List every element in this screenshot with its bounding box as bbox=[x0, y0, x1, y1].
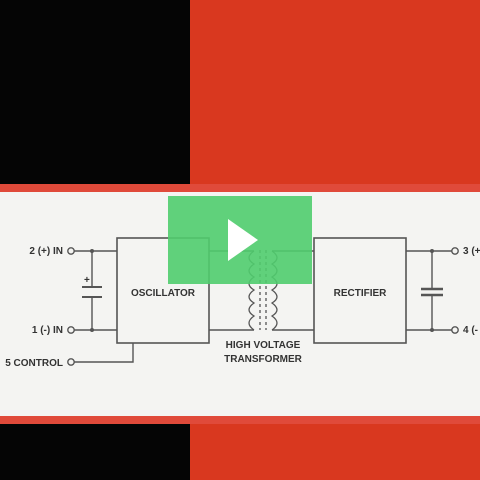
junction-out-top bbox=[430, 249, 434, 253]
play-icon bbox=[228, 219, 258, 261]
junction-out-bottom bbox=[430, 328, 434, 332]
oscillator-label: OSCILLATOR bbox=[131, 288, 196, 299]
wire-control bbox=[74, 343, 134, 363]
rectifier-block bbox=[313, 237, 407, 344]
pin-4-label: 4 (- bbox=[463, 325, 478, 336]
terminal-2 bbox=[67, 247, 75, 255]
output-capacitor bbox=[421, 287, 443, 297]
oscillator-block bbox=[116, 237, 210, 344]
transformer-label-line1: HIGH VOLTAGE bbox=[226, 340, 301, 351]
top-red-stripe bbox=[0, 184, 480, 192]
terminal-4 bbox=[451, 326, 459, 334]
terminal-5 bbox=[67, 358, 75, 366]
junction-in-bottom bbox=[90, 328, 94, 332]
bottom-red-stripe bbox=[0, 416, 480, 424]
rectifier-label: RECTIFIER bbox=[334, 288, 388, 299]
terminal-3 bbox=[451, 247, 459, 255]
play-button[interactable] bbox=[168, 196, 312, 284]
pin-3-label: 3 (+ bbox=[463, 246, 480, 257]
pin-1-label: 1 (-) IN bbox=[32, 325, 63, 336]
capacitor-polarity-label: + bbox=[84, 275, 90, 286]
junction-in-top bbox=[90, 249, 94, 253]
terminal-1 bbox=[67, 326, 75, 334]
pin-2-label: 2 (+) IN bbox=[29, 246, 63, 257]
transformer-label-line2: TRANSFORMER bbox=[224, 354, 303, 365]
input-capacitor bbox=[82, 286, 102, 298]
pin-5-label: 5 CONTROL bbox=[5, 358, 63, 369]
